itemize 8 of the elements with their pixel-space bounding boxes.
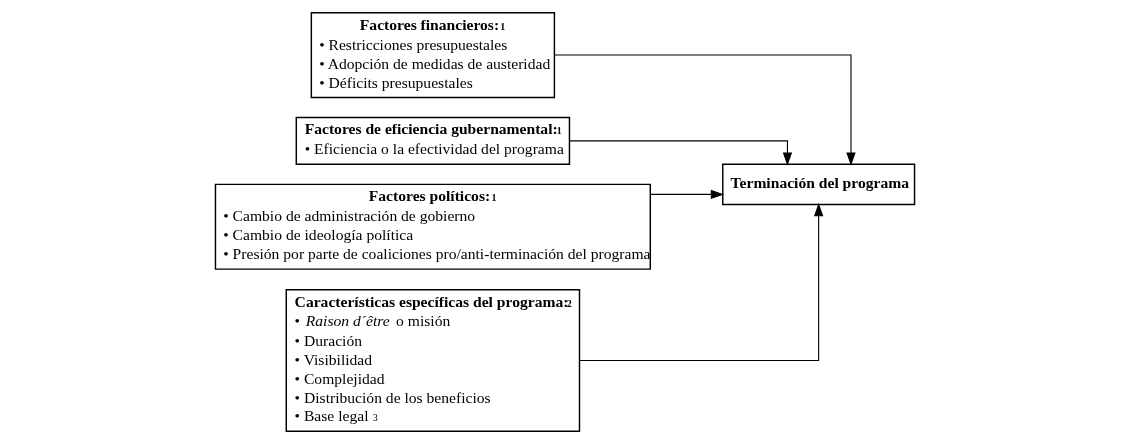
arrow	[554, 54, 856, 166]
arrow	[579, 202, 824, 362]
node-box: Factores políticos:1 • Cambio de administración de gobierno • Cambio de ideología política • Presión por parte de coaliciones pro/anti-terminación del programa	[214, 183, 651, 270]
node-box: Terminación del programa	[722, 163, 916, 206]
node-box: Factores de eficiencia gubernamental:1 • Eficiencia o la efectividad del programa	[295, 116, 571, 166]
arrow	[650, 189, 725, 200]
node-box: Factores financieros:1 • Restricciones presupuestales • Adopción de medidas de austeridad • Déficits presupuestales	[310, 11, 556, 99]
arrow	[569, 140, 793, 166]
